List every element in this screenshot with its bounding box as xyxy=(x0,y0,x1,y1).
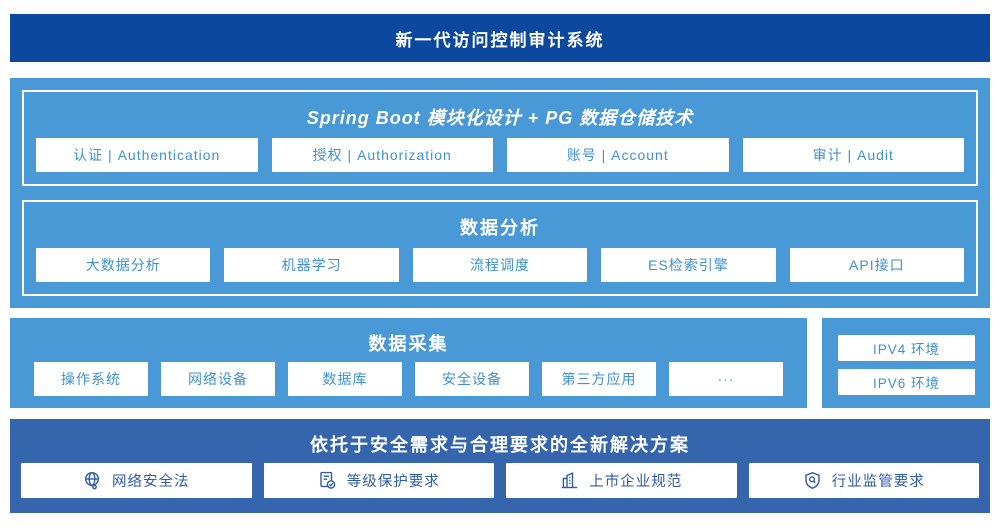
system-title-banner: 新一代访问控制审计系统 xyxy=(10,14,990,62)
solution-box-listed-company: 上市企业规范 xyxy=(506,463,737,498)
solution-row: 网络安全法 等级保护要求 xyxy=(21,463,979,498)
analysis-box-bigdata: 大数据分析 xyxy=(36,248,211,282)
building-icon xyxy=(562,472,578,489)
solution-panel: 依托于安全需求与合理要求的全新解决方案 网络安全法 xyxy=(10,419,990,513)
solution-title: 依托于安全需求与合理要求的全新解决方案 xyxy=(310,435,690,455)
solution-box-label: 网络安全法 xyxy=(112,474,190,490)
globe-icon xyxy=(84,471,100,490)
springboot-modules-row: 认证 | Authentication 授权 | Authorization 账… xyxy=(36,138,964,172)
data-analysis-section: 数据分析 大数据分析 机器学习 流程调度 ES检索引擎 API接口 xyxy=(22,200,978,296)
middle-row: 数据采集 操作系统 网络设备 数据库 安全设备 第三方应用 ··· IPV4 环… xyxy=(10,318,990,408)
data-analysis-row: 大数据分析 机器学习 流程调度 ES检索引擎 API接口 xyxy=(36,248,965,282)
springboot-section: Spring Boot 模块化设计 + PG 数据仓储技术 认证 | Authe… xyxy=(22,90,978,186)
solution-box-classified-protection: 等级保护要求 xyxy=(263,463,494,498)
module-box-authorization: 授权 | Authorization xyxy=(271,138,493,172)
solution-box-label: 行业监管要求 xyxy=(831,474,925,490)
module-box-authentication: 认证 | Authentication xyxy=(36,138,258,172)
collection-box-network-device: 网络设备 xyxy=(161,362,275,396)
collection-box-security-device: 安全设备 xyxy=(415,362,529,396)
springboot-section-title: Spring Boot 模块化设计 + PG 数据仓储技术 xyxy=(306,108,694,128)
solution-box-label: 上市企业规范 xyxy=(589,474,683,490)
module-box-audit: 审计 | Audit xyxy=(742,138,964,172)
analysis-box-workflow: 流程调度 xyxy=(412,248,588,282)
module-box-account: 账号 | Account xyxy=(507,138,729,172)
collection-box-os: 操作系统 xyxy=(34,362,148,396)
shield-search-icon xyxy=(805,472,820,489)
solution-box-industry-regulation: 行业监管要求 xyxy=(748,463,979,498)
data-analysis-title: 数据分析 xyxy=(460,218,540,238)
solution-box-cybersecurity-law: 网络安全法 xyxy=(21,463,252,498)
data-collection-row: 操作系统 网络设备 数据库 安全设备 第三方应用 ··· xyxy=(34,362,783,396)
platform-panel: Spring Boot 模块化设计 + PG 数据仓储技术 认证 | Authe… xyxy=(10,78,990,308)
collection-box-database: 数据库 xyxy=(288,362,402,396)
collection-box-more: ··· xyxy=(669,362,783,396)
collection-box-thirdparty-app: 第三方应用 xyxy=(542,362,656,396)
solution-box-label: 等级保护要求 xyxy=(346,474,440,490)
analysis-box-api: API接口 xyxy=(789,248,965,282)
analysis-box-machine-learning: 机器学习 xyxy=(224,248,399,282)
data-collection-title: 数据采集 xyxy=(368,334,449,354)
network-env-panel: IPV4 环境 IPV6 环境 xyxy=(822,318,990,408)
data-collection-panel: 数据采集 操作系统 网络设备 数据库 安全设备 第三方应用 ··· xyxy=(10,318,807,408)
analysis-box-es-search: ES检索引擎 xyxy=(601,248,776,282)
ipv6-env-box: IPV6 环境 xyxy=(838,369,975,395)
document-check-icon xyxy=(320,471,336,489)
ipv4-env-box: IPV4 环境 xyxy=(838,335,975,361)
